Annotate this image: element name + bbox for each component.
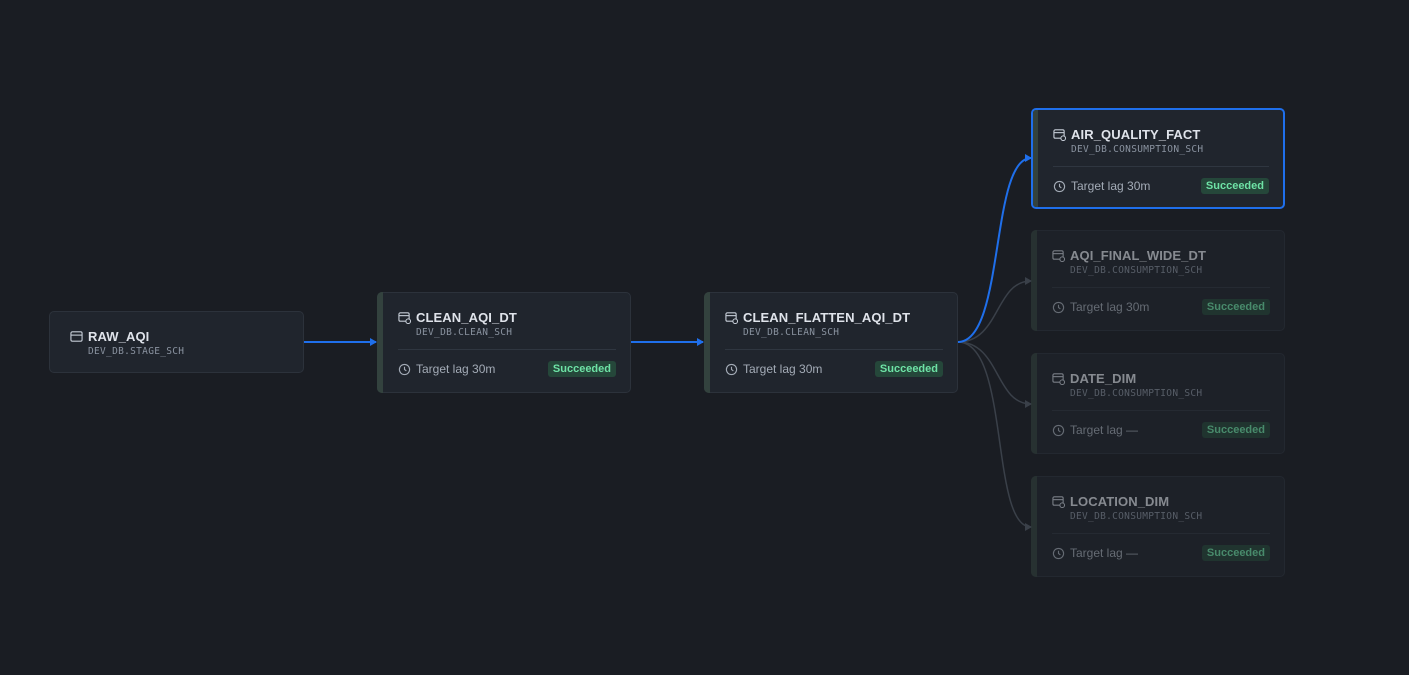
node-location-dim[interactable]: LOCATION_DIM DEV_DB.CONSUMPTION_SCH Targ… <box>1031 476 1285 577</box>
node-title: RAW_AQI <box>88 329 150 344</box>
dynamic-table-icon <box>1052 250 1065 262</box>
node-schema: DEV_DB.CONSUMPTION_SCH <box>1070 265 1203 276</box>
status-badge: Succeeded <box>874 361 943 377</box>
node-divider <box>725 349 943 350</box>
target-lag-label: Target lag 30m <box>1071 179 1151 193</box>
status-badge: Succeeded <box>1201 422 1270 438</box>
clock-icon <box>1052 301 1065 313</box>
dynamic-table-icon <box>1053 129 1066 141</box>
node-schema: DEV_DB.CONSUMPTION_SCH <box>1070 511 1203 522</box>
node-schema: DEV_DB.CLEAN_SCH <box>743 327 840 338</box>
dynamic-table-icon <box>398 312 411 324</box>
status-badge: Succeeded <box>1201 545 1270 561</box>
edge-flatten-to-fact <box>957 154 1032 343</box>
node-title: CLEAN_FLATTEN_AQI_DT <box>743 310 911 325</box>
node-raw-aqi[interactable]: RAW_AQI DEV_DB.STAGE_SCH <box>49 311 304 373</box>
status-badge: Succeeded <box>1200 178 1269 194</box>
node-title: DATE_DIM <box>1070 371 1137 386</box>
node-divider <box>1053 166 1269 167</box>
clock-icon <box>398 363 411 375</box>
target-lag-label: Target lag 30m <box>416 362 496 376</box>
clock-icon <box>725 363 738 375</box>
node-title: LOCATION_DIM <box>1070 494 1170 509</box>
node-divider <box>1052 287 1270 288</box>
status-badge: Succeeded <box>547 361 616 377</box>
node-aqi-final-wide-dt[interactable]: AQI_FINAL_WIDE_DT DEV_DB.CONSUMPTION_SCH… <box>1031 230 1285 331</box>
node-divider <box>398 349 616 350</box>
edge-flatten-to-date <box>957 341 1032 408</box>
node-title: CLEAN_AQI_DT <box>416 310 517 325</box>
target-lag-label: Target lag 30m <box>743 362 823 376</box>
clock-icon <box>1052 424 1065 436</box>
node-divider <box>1052 533 1270 534</box>
dynamic-table-icon <box>725 312 738 324</box>
status-badge: Succeeded <box>1201 299 1270 315</box>
target-lag-label: Target lag 30m <box>1070 300 1150 314</box>
node-title: AIR_QUALITY_FACT <box>1071 127 1201 142</box>
clock-icon <box>1053 180 1066 192</box>
dynamic-table-icon <box>1052 496 1065 508</box>
node-divider <box>1052 410 1270 411</box>
target-lag-label: Target lag — <box>1070 423 1139 437</box>
dynamic-table-icon <box>1052 373 1065 385</box>
node-schema: DEV_DB.CONSUMPTION_SCH <box>1071 144 1204 155</box>
node-schema: DEV_DB.CLEAN_SCH <box>416 327 513 338</box>
node-date-dim[interactable]: DATE_DIM DEV_DB.CONSUMPTION_SCH Target l… <box>1031 353 1285 454</box>
edge-flatten-to-wide <box>957 277 1032 343</box>
node-air-quality-fact[interactable]: AIR_QUALITY_FACT DEV_DB.CONSUMPTION_SCH … <box>1031 108 1285 209</box>
clock-icon <box>1052 547 1065 559</box>
table-icon <box>70 331 83 342</box>
edge-flatten-to-location <box>957 341 1032 531</box>
target-lag-label: Target lag — <box>1070 546 1139 560</box>
node-clean-aqi-dt[interactable]: CLEAN_AQI_DT DEV_DB.CLEAN_SCH Target lag… <box>377 292 631 393</box>
node-schema: DEV_DB.CONSUMPTION_SCH <box>1070 388 1203 399</box>
node-schema: DEV_DB.STAGE_SCH <box>88 346 185 357</box>
node-title: AQI_FINAL_WIDE_DT <box>1070 248 1207 263</box>
node-clean-flatten-aqi-dt[interactable]: CLEAN_FLATTEN_AQI_DT DEV_DB.CLEAN_SCH Ta… <box>704 292 958 393</box>
